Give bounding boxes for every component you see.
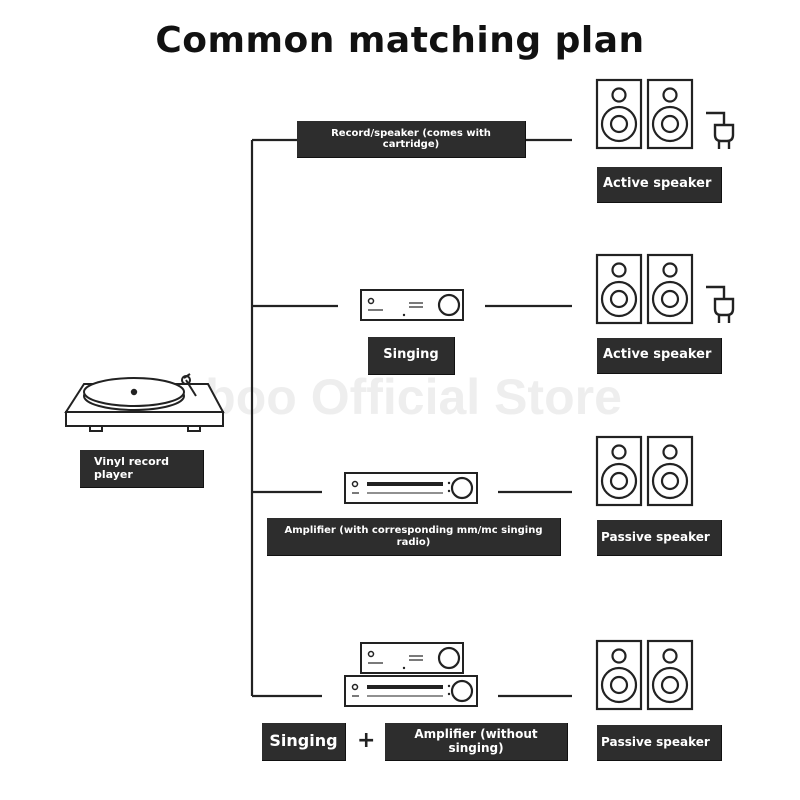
- power-plug-icon: [704, 285, 735, 325]
- device-label: Singing: [368, 337, 455, 375]
- phono-preamp-icon: [359, 641, 465, 675]
- plus-connector: +: [357, 728, 376, 753]
- device-label: Record/speaker (comes with cartridge): [297, 121, 526, 158]
- amplifier-icon: [343, 674, 479, 708]
- page-title: Common matching plan: [155, 20, 645, 61]
- speaker-pair-icon: [595, 435, 694, 507]
- device-label: Singing: [262, 723, 346, 761]
- speaker-label: Passive speaker: [597, 520, 722, 556]
- speaker-label: Passive speaker: [597, 725, 722, 761]
- speaker-label: Active speaker: [597, 338, 722, 374]
- speaker-pair-icon: [595, 253, 694, 325]
- speaker-label: Active speaker: [597, 167, 722, 203]
- connection-lines: [250, 138, 572, 698]
- speaker-pair-icon: [595, 639, 694, 711]
- source-label: Vinyl record player: [80, 450, 204, 488]
- amplifier-icon: [343, 471, 479, 505]
- power-plug-icon: [704, 111, 735, 151]
- phono-preamp-icon: [359, 288, 465, 322]
- speaker-pair-icon: [595, 78, 694, 150]
- device-label: Amplifier (without singing): [385, 723, 568, 761]
- turntable-icon: [64, 373, 225, 432]
- device-label: Amplifier (with corresponding mm/mc sing…: [267, 518, 561, 556]
